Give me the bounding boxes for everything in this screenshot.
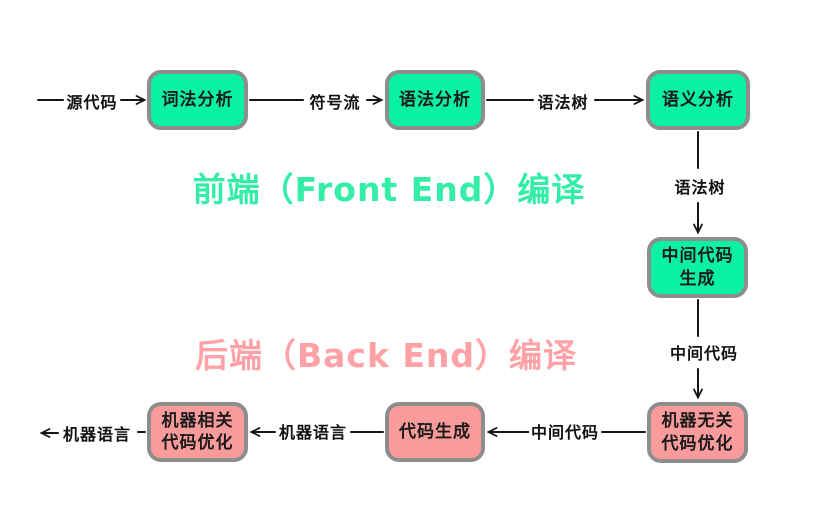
box-label: 生成	[679, 268, 716, 289]
box-label: 中间代码	[661, 246, 734, 267]
box-code-generation: 代码生成	[385, 402, 485, 462]
box-label: 语义分析	[662, 89, 734, 110]
box-intermediate-code-generation: 中间代码 生成	[647, 237, 748, 298]
box-machine-independent-optimization: 机器无关 代码优化	[647, 402, 748, 463]
box-semantic-analysis: 语义分析	[646, 70, 750, 130]
box-label: 代码优化	[661, 433, 734, 454]
edge-label-syntax-tree-vertical: 语法树	[672, 174, 728, 198]
back-end-title: 后端（Back End）编译	[194, 336, 578, 375]
edge-label-intermediate-code-bottom: 中间代码	[528, 419, 602, 443]
edge-label-token-stream: 符号流	[307, 89, 363, 113]
box-label: 机器无关	[661, 411, 734, 432]
edge-label-syntax-tree-top: 语法树	[535, 89, 591, 113]
box-label: 语法分析	[399, 89, 471, 110]
edge-label-source-code: 源代码	[64, 89, 120, 113]
edge-label-intermediate-code-vertical: 中间代码	[667, 340, 741, 364]
edge-label-machine-language-left: 机器语言	[60, 421, 134, 445]
box-syntax-analysis: 语法分析	[385, 70, 485, 130]
edge-label-machine-language-mid: 机器语言	[276, 419, 350, 443]
box-label: 机器相关	[161, 410, 234, 431]
box-label: 代码优化	[161, 433, 234, 453]
front-end-title: 前端（Front End）编译	[192, 170, 586, 209]
box-machine-dependent-optimization: 机器相关 代码优化	[147, 402, 248, 462]
box-label: 词法分析	[161, 89, 234, 110]
box-label: 代码生成	[399, 421, 471, 442]
box-lexical-analysis: 词法分析	[147, 70, 248, 130]
